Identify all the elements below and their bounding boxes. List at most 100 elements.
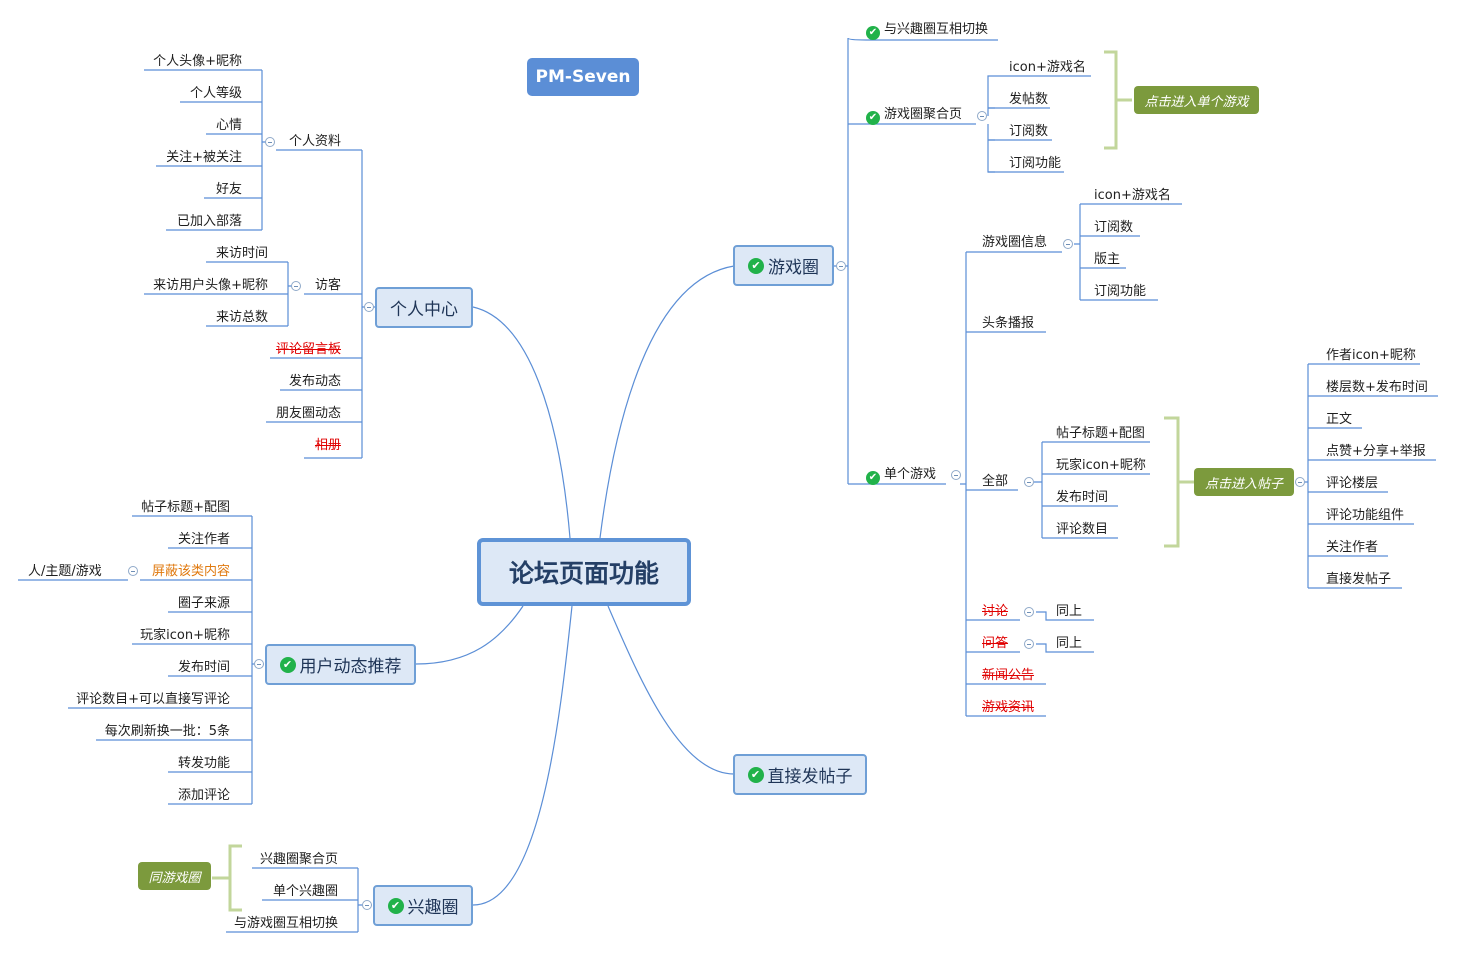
node-profile-item[interactable]: 个人头像+昵称 bbox=[153, 54, 242, 69]
node-all-item[interactable]: 帖子标题+配图 bbox=[1056, 426, 1145, 441]
collapse-icon[interactable] bbox=[836, 261, 846, 271]
collapse-icon[interactable] bbox=[362, 900, 372, 910]
node-moments[interactable]: 朋友圈动态 bbox=[275, 406, 341, 421]
node-same-as-above[interactable]: 同上 bbox=[1056, 636, 1083, 651]
node-visitor[interactable]: 访客 bbox=[315, 278, 342, 293]
node-post-item[interactable]: 直接发帖子 bbox=[1326, 572, 1392, 587]
node-feed-item[interactable]: 帖子标题+配图 bbox=[141, 500, 230, 515]
branch-label: 游戏圈 bbox=[768, 258, 819, 278]
node-all-item[interactable]: 评论数目 bbox=[1056, 522, 1109, 537]
node-interest-item[interactable]: 兴趣圈聚合页 bbox=[259, 852, 338, 867]
callout-enter-post: 点击进入帖子 bbox=[1194, 468, 1294, 496]
node-post-item[interactable]: 点赞+分享+举报 bbox=[1326, 444, 1426, 459]
node-qa[interactable]: 问答 bbox=[982, 636, 1009, 651]
node-feed-block[interactable]: 屏蔽该类内容 bbox=[151, 564, 230, 579]
node-post-item[interactable]: 关注作者 bbox=[1326, 540, 1379, 555]
node-all-item[interactable]: 发布时间 bbox=[1056, 490, 1109, 505]
node-text: 与兴趣圈互相切换 bbox=[884, 22, 989, 37]
curve-root-game bbox=[599, 265, 735, 539]
node-post-item[interactable]: 评论功能组件 bbox=[1326, 508, 1405, 523]
node-news[interactable]: 新闻公告 bbox=[982, 668, 1035, 683]
node-guestbook[interactable]: 评论留言板 bbox=[275, 342, 341, 357]
collapse-icon[interactable] bbox=[1024, 477, 1034, 487]
curve-root-personal bbox=[472, 306, 571, 539]
node-agg-item[interactable]: icon+游戏名 bbox=[1009, 60, 1086, 75]
collapse-icon[interactable] bbox=[1295, 477, 1305, 487]
node-interest-item[interactable]: 单个兴趣圈 bbox=[272, 884, 338, 899]
branch-direct-post[interactable]: ✔ 直接发帖子 bbox=[733, 754, 867, 795]
node-info-item[interactable]: 版主 bbox=[1094, 252, 1121, 267]
collapse-icon[interactable] bbox=[1024, 639, 1034, 649]
collapse-icon[interactable] bbox=[364, 302, 374, 312]
bracket-interest bbox=[212, 844, 242, 912]
node-headline[interactable]: 头条播报 bbox=[982, 316, 1035, 331]
curve-root-interest bbox=[472, 605, 573, 906]
branch-game-circle[interactable]: ✔ 游戏圈 bbox=[733, 245, 834, 286]
check-icon: ✔ bbox=[748, 257, 764, 274]
check-icon: ✔ bbox=[866, 26, 880, 40]
node-post-item[interactable]: 正文 bbox=[1326, 412, 1353, 427]
callout-enter-single-game: 点击进入单个游戏 bbox=[1134, 86, 1259, 114]
check-icon: ✔ bbox=[387, 897, 404, 914]
node-same-as-above[interactable]: 同上 bbox=[1056, 604, 1083, 619]
node-info-item[interactable]: 订阅数 bbox=[1094, 220, 1134, 235]
branch-label: 个人中心 bbox=[390, 300, 458, 320]
node-album[interactable]: 相册 bbox=[314, 438, 341, 453]
node-post-item[interactable]: 作者icon+昵称 bbox=[1326, 348, 1416, 363]
collapse-icon[interactable] bbox=[977, 111, 987, 121]
node-agg-item[interactable]: 订阅数 bbox=[1009, 124, 1049, 139]
node-all[interactable]: 全部 bbox=[982, 474, 1009, 489]
node-profile[interactable]: 个人资料 bbox=[289, 134, 342, 149]
collapse-icon[interactable] bbox=[951, 470, 961, 480]
collapse-icon[interactable] bbox=[1063, 239, 1073, 249]
node-visitor-item[interactable]: 来访时间 bbox=[215, 246, 268, 261]
bracket-all bbox=[1164, 416, 1194, 548]
node-feed-item[interactable]: 关注作者 bbox=[177, 532, 230, 547]
node-profile-item[interactable]: 心情 bbox=[215, 118, 242, 133]
node-feed-item[interactable]: 圈子来源 bbox=[177, 596, 230, 611]
node-discuss[interactable]: 讨论 bbox=[982, 604, 1009, 619]
collapse-icon[interactable] bbox=[128, 566, 138, 576]
collapse-icon[interactable] bbox=[291, 281, 301, 291]
branch-user-feed[interactable]: ✔ 用户动态推荐 bbox=[265, 644, 416, 685]
node-agg-item[interactable]: 发帖数 bbox=[1009, 92, 1049, 107]
bracket-aggregate bbox=[1104, 50, 1132, 150]
collapse-icon[interactable] bbox=[265, 137, 275, 147]
node-profile-item[interactable]: 关注+被关注 bbox=[166, 150, 242, 165]
node-interest-item[interactable]: 与游戏圈互相切换 bbox=[233, 916, 338, 931]
node-feed-item[interactable]: 玩家icon+昵称 bbox=[140, 628, 230, 643]
node-info-item[interactable]: icon+游戏名 bbox=[1094, 188, 1171, 203]
node-text: 单个游戏 bbox=[884, 467, 937, 482]
root-node[interactable]: 论坛页面功能 bbox=[477, 538, 691, 606]
node-visitor-item[interactable]: 来访总数 bbox=[215, 310, 268, 325]
collapse-icon[interactable] bbox=[1024, 607, 1034, 617]
node-switch-interest[interactable]: ✔ 与兴趣圈互相切换 bbox=[866, 22, 988, 40]
curve-root-feed bbox=[415, 605, 524, 665]
node-post-item[interactable]: 评论楼层 bbox=[1326, 476, 1379, 491]
node-single-game[interactable]: ✔单个游戏 bbox=[866, 467, 936, 485]
node-feed-item[interactable]: 评论数目+可以直接写评论 bbox=[76, 692, 230, 707]
node-visitor-item[interactable]: 来访用户头像+昵称 bbox=[153, 278, 268, 293]
node-profile-item[interactable]: 个人等级 bbox=[189, 86, 242, 101]
node-feed-item[interactable]: 每次刷新换一批：5条 bbox=[104, 724, 230, 739]
node-block-targets[interactable]: 人/主题/游戏 bbox=[28, 564, 102, 579]
node-feed-item[interactable]: 添加评论 bbox=[177, 788, 230, 803]
node-profile-item[interactable]: 已加入部落 bbox=[176, 214, 242, 229]
node-info-item[interactable]: 订阅功能 bbox=[1094, 284, 1147, 299]
node-game-aggregate[interactable]: ✔游戏圈聚合页 bbox=[866, 107, 962, 125]
node-agg-item[interactable]: 订阅功能 bbox=[1009, 156, 1062, 171]
node-profile-item[interactable]: 好友 bbox=[215, 182, 242, 197]
node-publish-feed[interactable]: 发布动态 bbox=[288, 374, 341, 389]
node-post-item[interactable]: 楼层数+发布时间 bbox=[1326, 380, 1428, 395]
node-all-item[interactable]: 玩家icon+昵称 bbox=[1056, 458, 1146, 473]
node-feed-item[interactable]: 发布时间 bbox=[177, 660, 230, 675]
node-feed-item[interactable]: 转发功能 bbox=[177, 756, 230, 771]
branch-personal-center[interactable]: 个人中心 bbox=[375, 287, 473, 328]
branch-label: 兴趣圈 bbox=[407, 898, 459, 918]
check-icon: ✔ bbox=[279, 656, 296, 673]
branch-interest-circle[interactable]: ✔ 兴趣圈 bbox=[373, 885, 473, 926]
node-game-info[interactable]: 游戏圈信息 bbox=[982, 235, 1048, 250]
node-game-news[interactable]: 游戏资讯 bbox=[982, 700, 1035, 715]
collapse-icon[interactable] bbox=[254, 659, 264, 669]
